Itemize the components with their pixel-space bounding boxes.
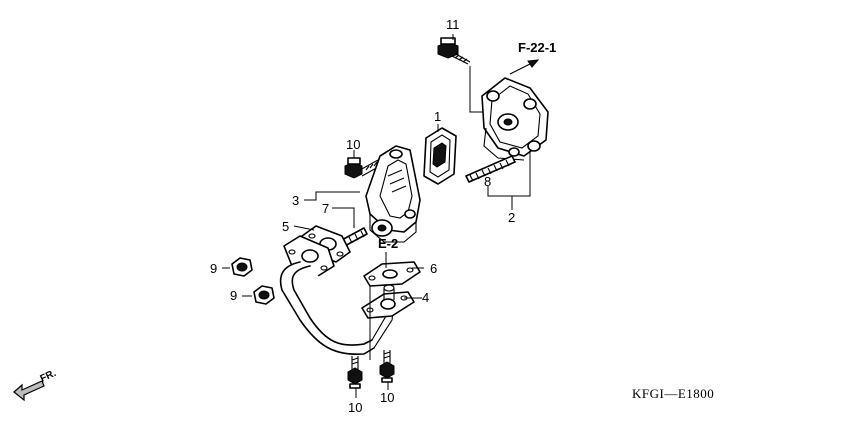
nut-9-lower: [253, 285, 275, 305]
leader-11-to-cover: [469, 66, 486, 113]
stud-8: [465, 155, 516, 183]
front-arrow-icon: FR.: [13, 368, 58, 402]
valve-cover: [481, 77, 549, 161]
leader-5: [293, 225, 315, 231]
nut-9-upper: [231, 257, 253, 277]
f22-arrow-head: [527, 59, 540, 68]
leader-7: [332, 207, 355, 228]
callout-7: 7: [322, 201, 329, 216]
callout-5: 5: [282, 219, 289, 234]
callout-6: 6: [430, 261, 437, 276]
callout-3: 3: [292, 193, 299, 208]
gasket-6: [363, 261, 421, 287]
callout-1: 1: [434, 109, 441, 124]
callout-9-lower: 9: [230, 288, 237, 303]
callout-4: 4: [422, 290, 429, 305]
callout-10-right: 10: [380, 390, 394, 405]
flange-4: [361, 284, 415, 319]
callout-2: 2: [508, 210, 515, 225]
ref-e2: E-2: [378, 236, 398, 251]
bolt-11: [437, 37, 471, 65]
gasket-1: [423, 127, 457, 185]
bolt-10-right: [379, 350, 395, 383]
callout-10-left: 10: [348, 400, 362, 415]
callout-9-upper: 9: [210, 261, 217, 276]
valve-body-3: [365, 145, 421, 243]
leader-3: [304, 191, 360, 201]
callout-8: 8: [484, 174, 491, 189]
leader-8: [487, 152, 531, 197]
bolt-10-left: [347, 356, 363, 389]
diagram-code: KFGI—E1800: [632, 386, 714, 401]
front-label: FR.: [39, 368, 58, 385]
callout-11: 11: [446, 17, 460, 32]
ref-f22-1: F-22-1: [518, 40, 556, 55]
air-pipe: [279, 235, 395, 356]
callout-10-upper: 10: [346, 137, 360, 152]
